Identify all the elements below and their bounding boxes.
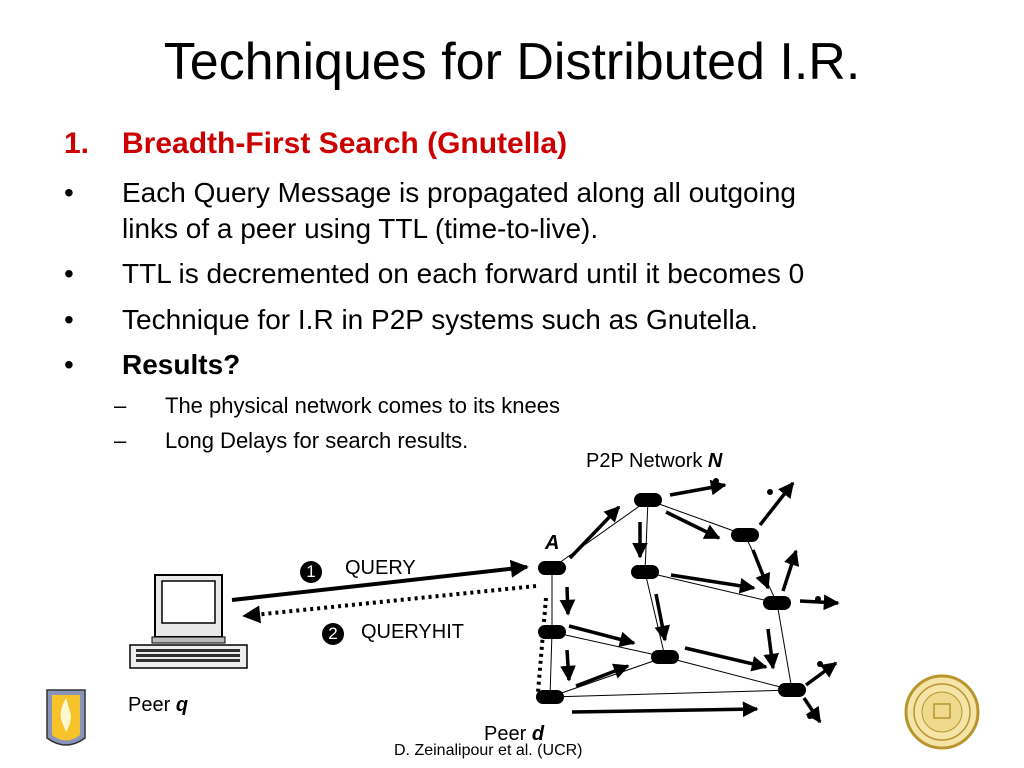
query-arrow (231, 559, 529, 602)
university-seal-icon (904, 674, 980, 750)
subbullet-marker: – (114, 393, 127, 418)
bullet-3-text: Technique for I.R in P2P systems such as… (122, 304, 759, 335)
subbullet-1-text: The physical network comes to its knees (165, 393, 560, 418)
network-links (549, 499, 793, 698)
slide-title: Techniques for Distributed I.R. (163, 33, 861, 91)
computer-icon (129, 574, 248, 669)
query-label: QUERY (345, 557, 416, 579)
peer-q-prefix: Peer (128, 694, 171, 716)
bullet-4-text: Results? (122, 349, 241, 380)
bullet-marker: • (64, 304, 74, 335)
peer-d-label: Peer d (484, 722, 544, 746)
subbullet-2-text: Long Delays for search results. (165, 428, 469, 453)
ttl-expired-dots (713, 478, 823, 719)
flame-logo-icon (46, 689, 86, 746)
network-label: P2P Network N (586, 449, 722, 473)
query-step-number: 1 (306, 562, 316, 581)
queryhit-return-path (536, 597, 548, 693)
heading-number: 1. (64, 127, 90, 160)
network-symbol: N (707, 450, 723, 472)
node-a-label: A (545, 532, 560, 554)
message-arrows (559, 479, 840, 724)
peer-d-symbol: d (531, 723, 545, 745)
peer-q-label: Peer q (128, 693, 188, 717)
heading-text: Breadth-First Search (Gnutella) (122, 127, 568, 160)
peer-q-symbol: q (175, 694, 189, 716)
queryhit-step-number: 2 (328, 624, 338, 643)
bullet-marker: • (64, 258, 74, 289)
bullet-1-line-1: Each Query Message is propagated along a… (122, 177, 796, 208)
query-step-badge (300, 561, 322, 583)
queryhit-label: QUERYHIT (361, 621, 464, 643)
bullet-marker: • (64, 177, 74, 208)
queryhit-arrow (242, 584, 537, 624)
bullet-1-line-2: links of a peer using TTL (time-to-live)… (122, 213, 599, 244)
queryhit-step-badge (322, 623, 344, 645)
peer-nodes (536, 493, 806, 704)
bullet-2-text: TTL is decremented on each forward until… (122, 258, 805, 289)
network-label-text: P2P Network (586, 450, 703, 472)
subbullet-marker: – (114, 428, 127, 453)
peer-d-prefix: Peer (484, 723, 527, 745)
slide-footer: D. Zeinalipour et al. (UCR) (394, 742, 583, 759)
bullet-marker: • (64, 349, 74, 380)
